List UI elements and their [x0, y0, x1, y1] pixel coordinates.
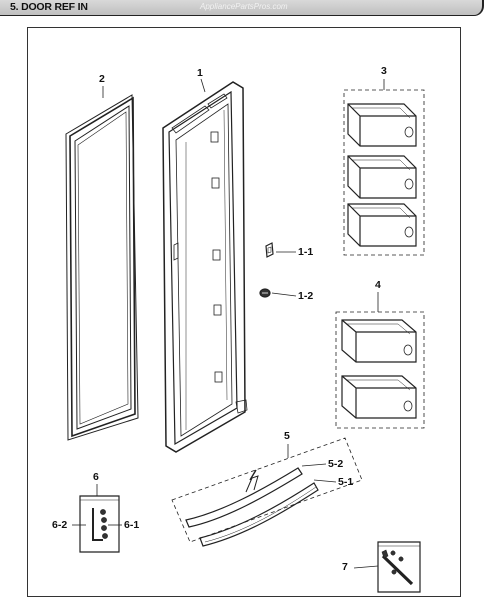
- callout-6-1: 6-1: [124, 519, 140, 531]
- watermark: AppliancePartsPros.com: [200, 2, 288, 11]
- screw-bag: [79, 495, 120, 553]
- leader-5-1: [313, 479, 337, 483]
- group-box-3: [343, 89, 425, 256]
- wrench-bag: [377, 541, 421, 593]
- callout-1: 1: [197, 67, 203, 79]
- door-guard-3a: [347, 103, 417, 147]
- leader-7: [353, 565, 379, 569]
- group-box-4: [335, 311, 425, 429]
- callout-6: 6: [93, 471, 99, 483]
- door-guard-3b: [347, 155, 417, 199]
- section-header: 5. DOOR REF IN AppliancePartsPros.com: [0, 0, 487, 18]
- callout-5-1: 5-1: [338, 476, 354, 488]
- door-handle-trim-5-2: [185, 467, 303, 528]
- callout-5: 5: [284, 430, 290, 442]
- section-title: 5. DOOR REF IN: [10, 1, 88, 13]
- callout-5-2: 5-2: [328, 458, 344, 470]
- leader-1: [200, 78, 206, 93]
- leader-1-2: [271, 292, 297, 297]
- leader-5-2: [301, 463, 327, 467]
- door-guard-4b: [341, 375, 417, 419]
- door-gasket: [65, 94, 139, 441]
- door-handle-5-1: [199, 482, 319, 547]
- callout-3: 3: [381, 65, 387, 77]
- callout-4: 4: [375, 279, 381, 291]
- clip-1-2: [259, 288, 271, 298]
- clip-1-1: [265, 242, 274, 258]
- callout-2: 2: [99, 73, 105, 85]
- callout-1-1: 1-1: [298, 246, 314, 258]
- callout-1-2: 1-2: [298, 290, 314, 302]
- section-header-bar: [0, 0, 484, 16]
- callout-7: 7: [342, 561, 348, 573]
- group-box-5: [171, 437, 363, 543]
- door-guard-3c: [347, 203, 417, 247]
- door-liner: [162, 81, 248, 453]
- callout-6-2: 6-2: [52, 519, 68, 531]
- door-guard-4a: [341, 319, 417, 363]
